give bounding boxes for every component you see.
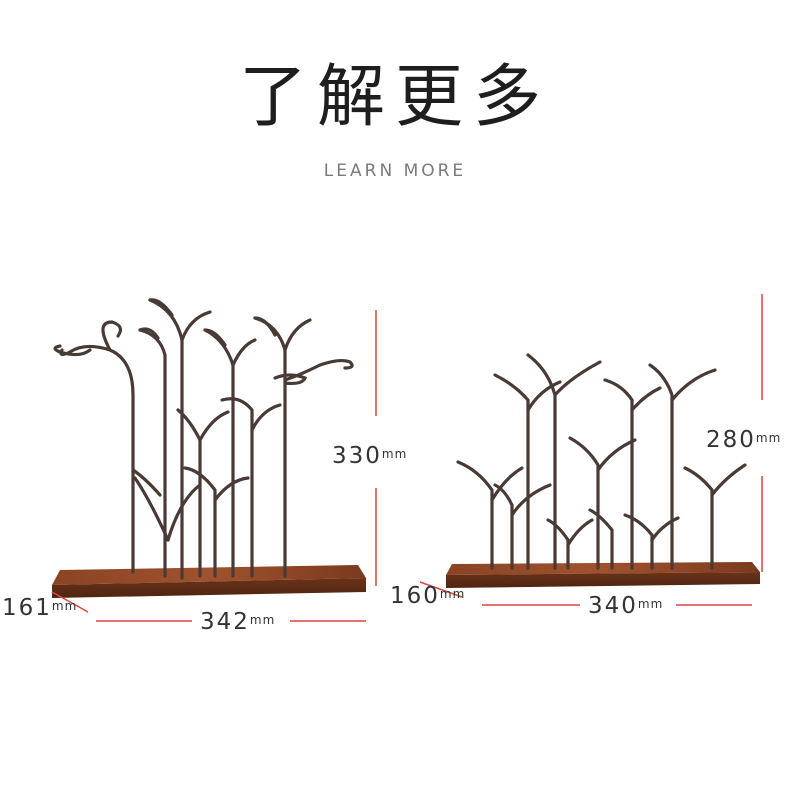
right-height-label: 280mm [706,427,782,453]
left-depth-label: 161mm [2,595,78,621]
page-title: 了解更多 [238,58,551,137]
rack-right [446,353,760,588]
metal-stems-left [53,298,354,580]
right-width-label: 340mm [588,593,664,619]
page-subtitle: LEARN MORE [323,161,467,181]
left-height-label: 330mm [332,443,408,469]
metal-stems-right [456,353,747,570]
left-width-label: 342mm [200,609,276,635]
dimension-lines [51,294,763,622]
wood-base-right [446,562,760,588]
wood-base-left [52,565,366,598]
right-depth-label: 160mm [390,583,466,609]
rack-left [52,298,366,598]
